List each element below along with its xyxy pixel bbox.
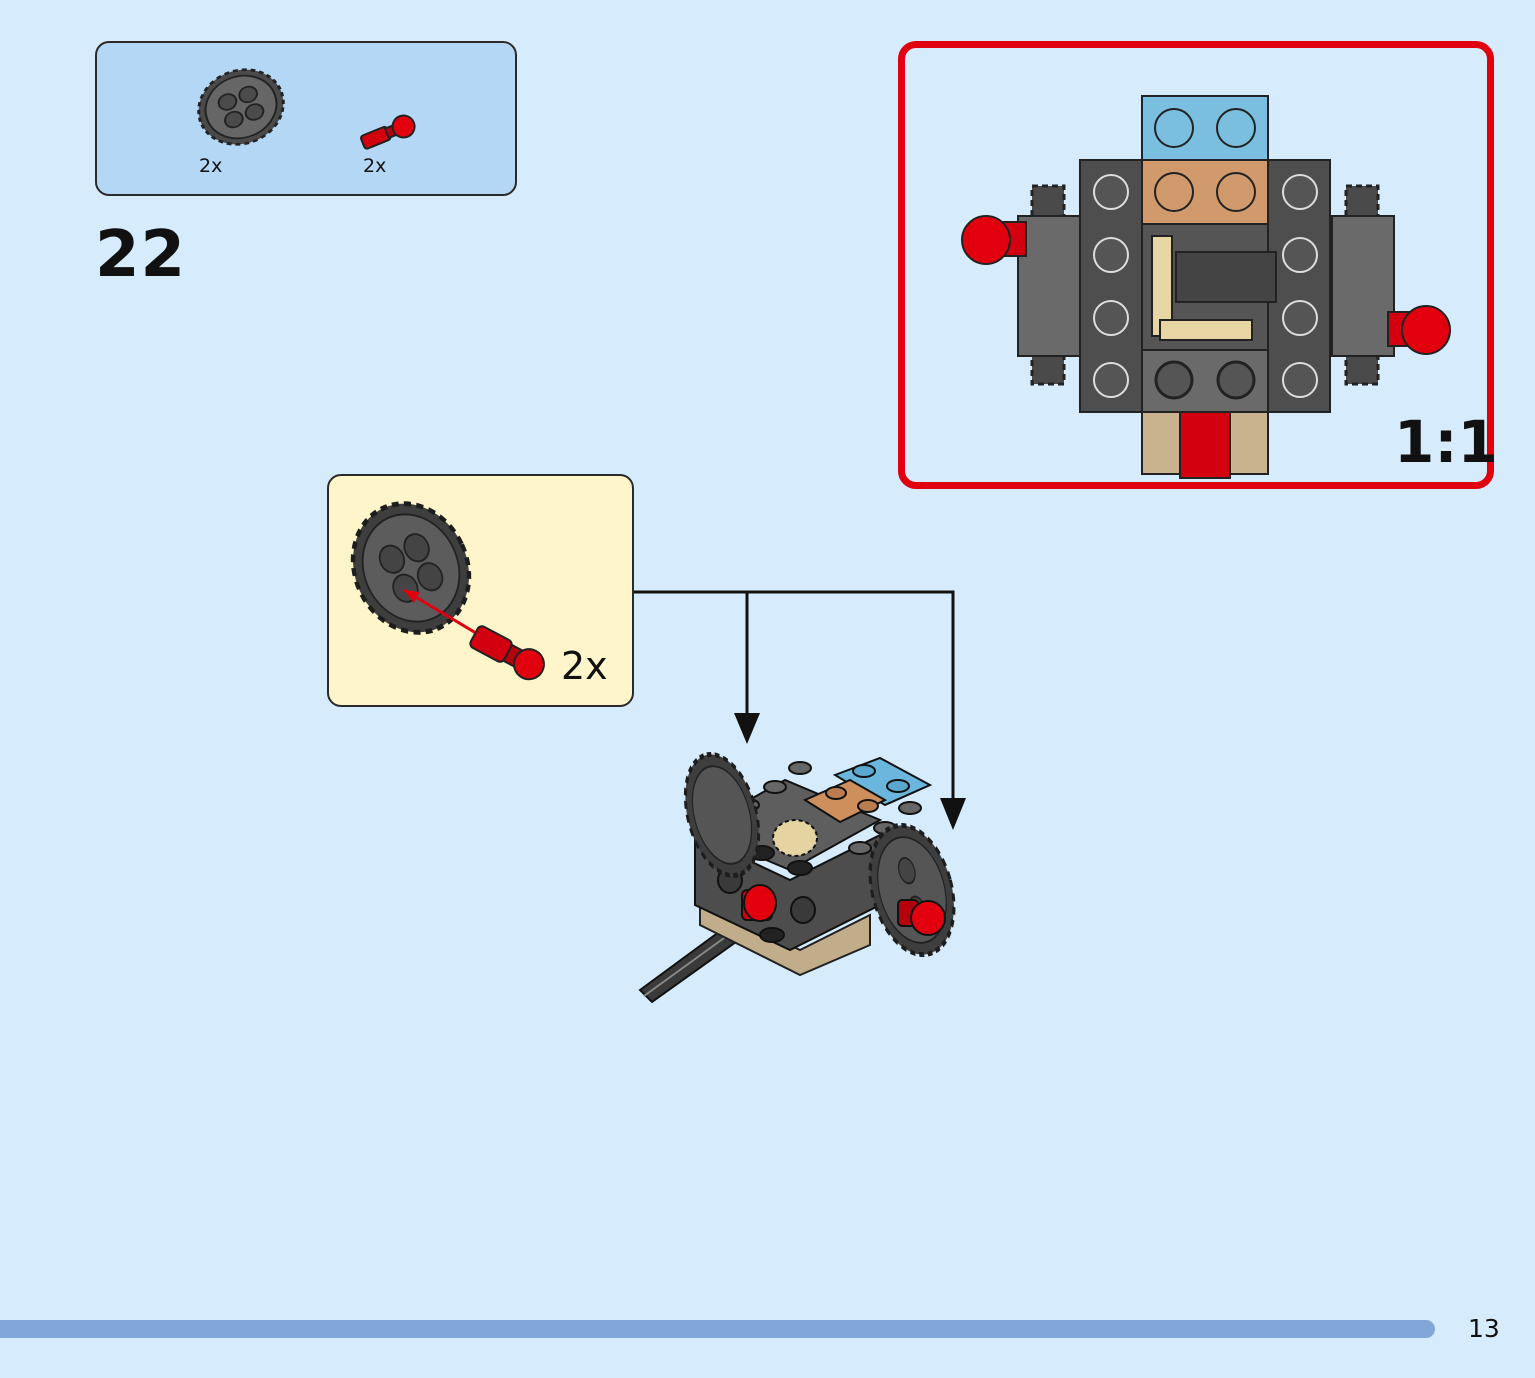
arrow-down-icon [940,798,966,830]
subassembly-quantity: 2x [561,644,608,688]
red-pin-icon [360,114,416,150]
gear-icon [350,501,472,635]
blue-brick [1141,95,1269,161]
tan-base-plate [699,898,871,977]
gear-quantity: 2x [199,155,223,177]
scale-label: 1:1 [1394,408,1498,476]
gear-icon [683,752,761,878]
red-pin-icon [1401,305,1451,355]
page-number: 13 [1468,1314,1500,1343]
red-axle-connector [1179,411,1231,479]
scale-detail-box [898,41,1494,489]
pin-quantity: 2x [363,155,387,177]
bevel-gear [772,819,818,857]
red-pin-icon [741,884,777,922]
arrow-down-icon [734,713,760,744]
red-pin-icon [961,215,1011,265]
red-pin-icon [469,625,545,681]
tan-brick [1141,159,1269,225]
gear-24-tooth-icon [197,68,285,146]
progress-bar [0,1320,1435,1338]
red-pin-icon [897,899,946,936]
step-number: 22 [95,218,187,292]
insert-arrow-head [404,590,420,603]
parts-list-box [95,41,517,196]
